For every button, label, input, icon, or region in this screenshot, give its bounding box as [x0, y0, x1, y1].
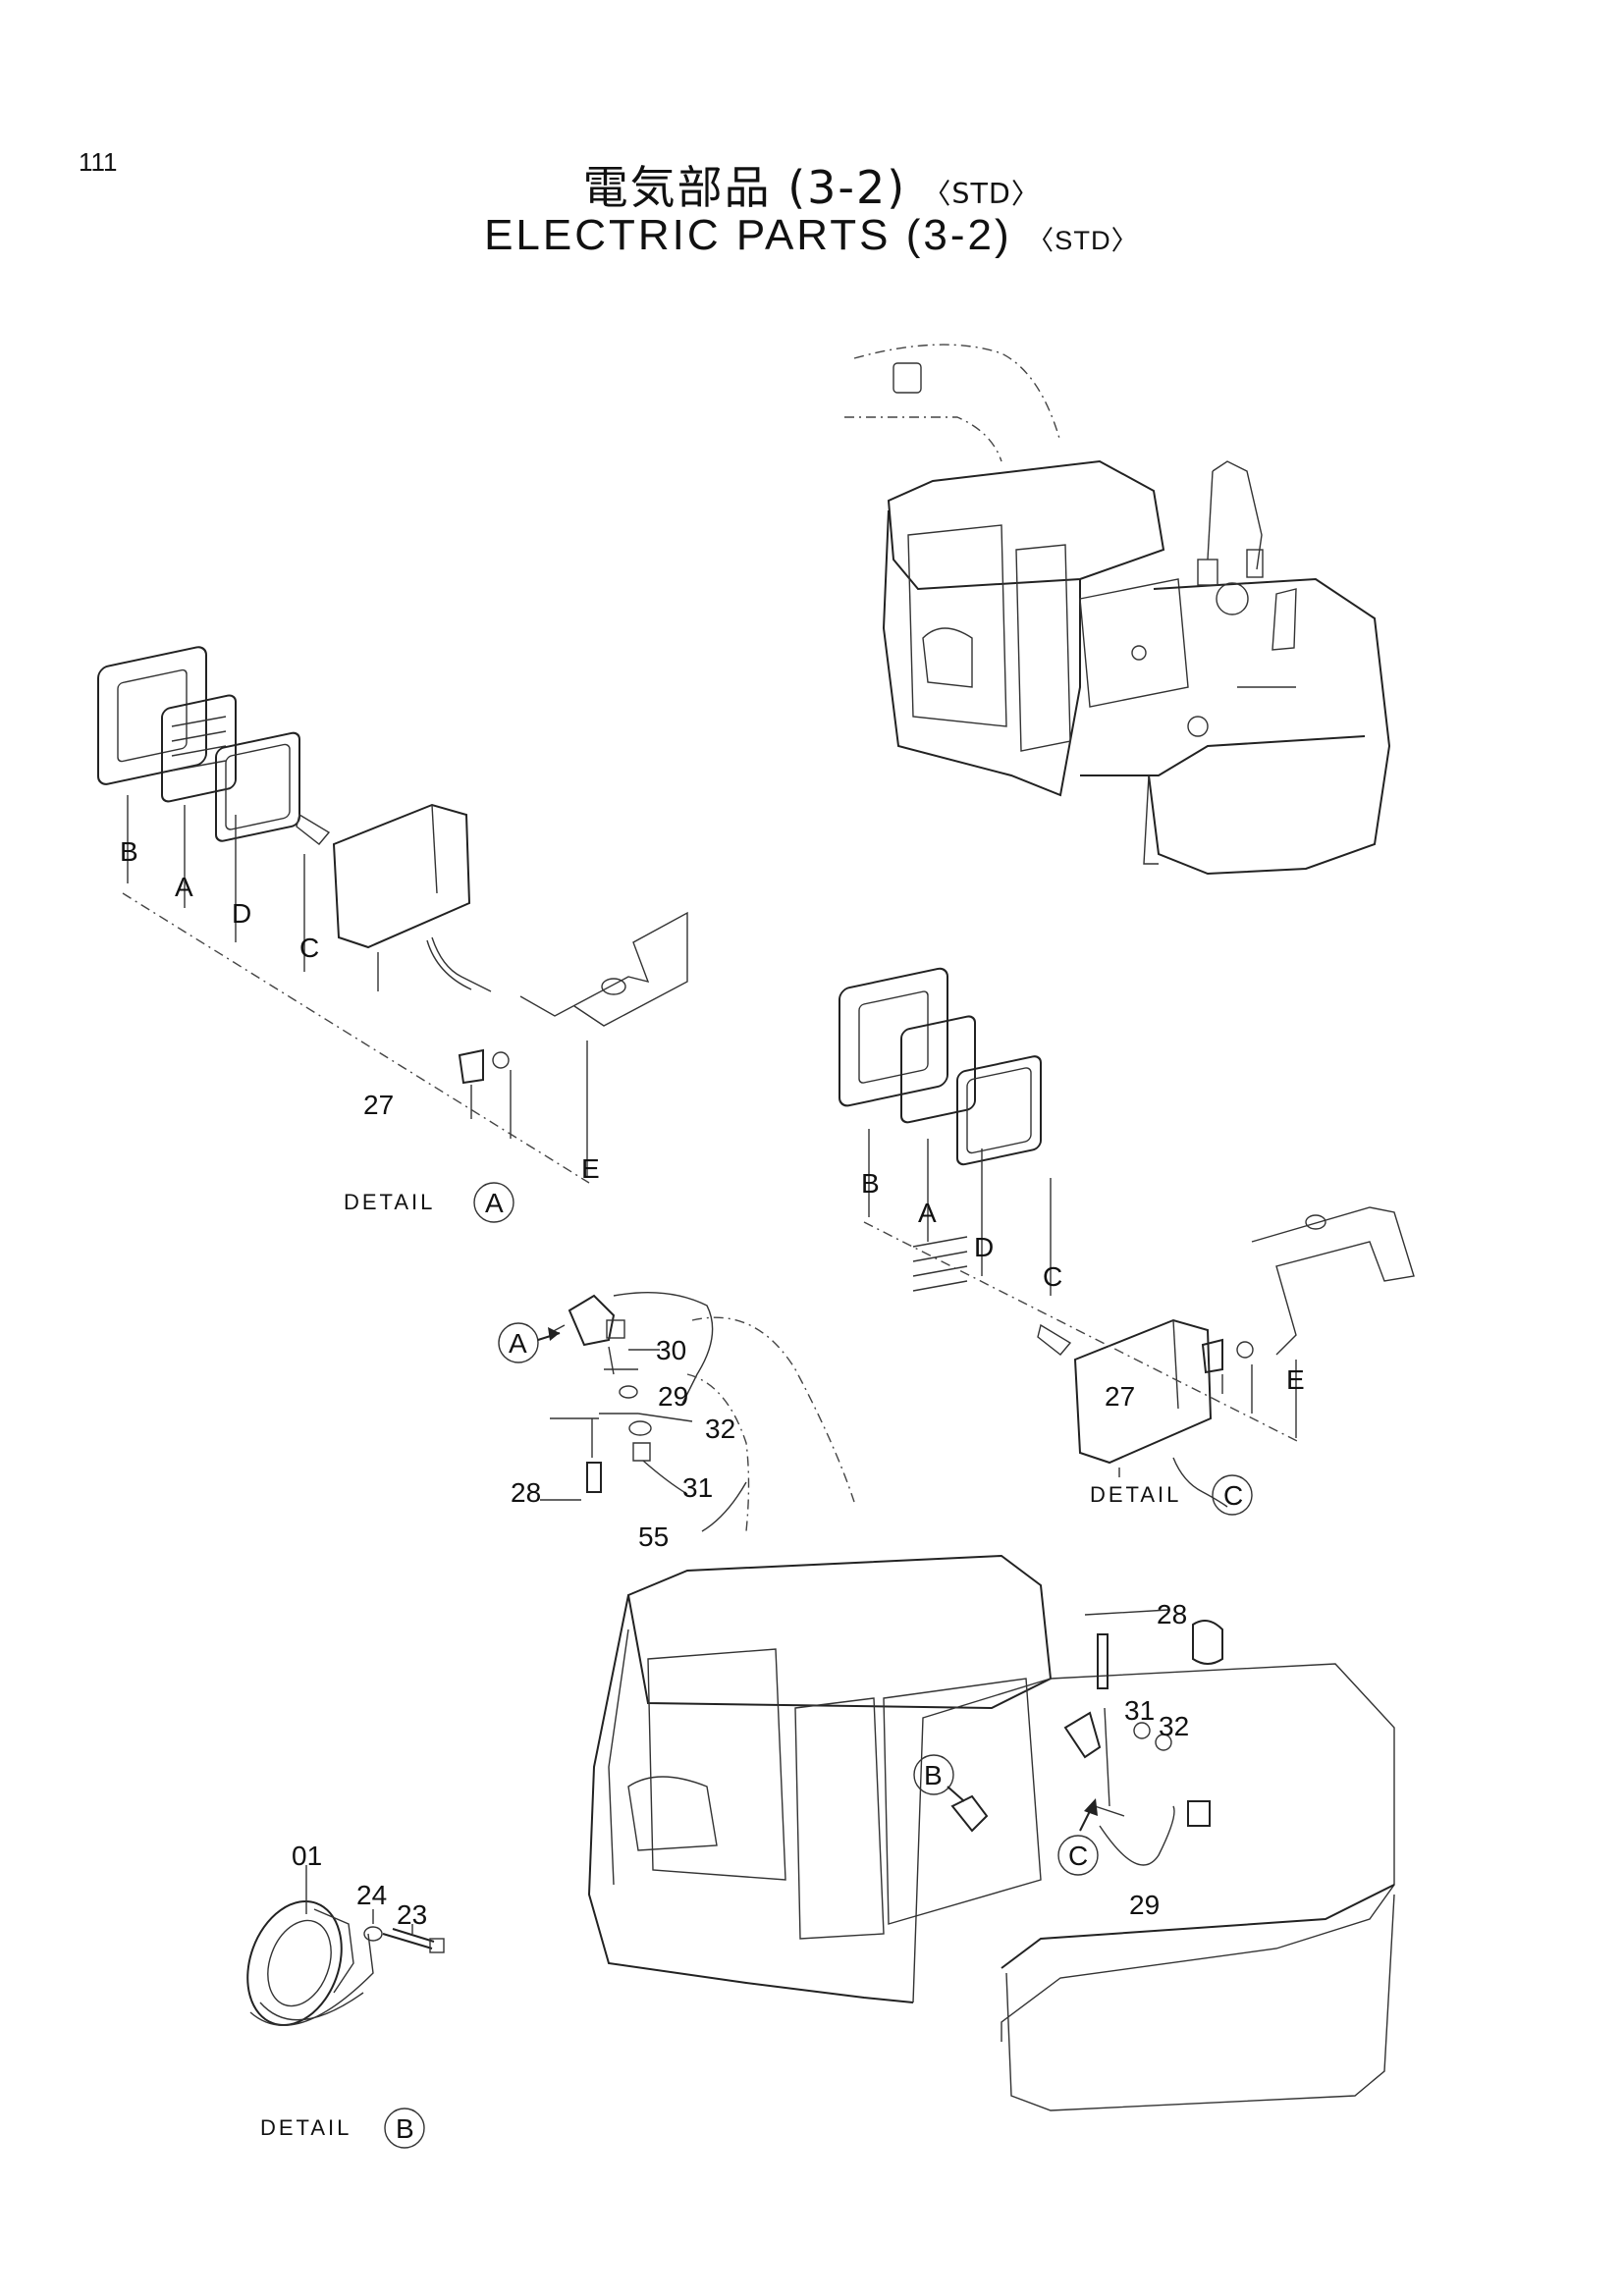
detail-b-assembly — [246, 1865, 445, 2026]
callout-27-a: 27 — [363, 1090, 394, 1120]
callout-a-mid: A — [509, 1328, 527, 1359]
callout-32-lower: 32 — [1159, 1711, 1189, 1741]
bracket-assembly — [498, 1292, 855, 1532]
callout-01: 01 — [292, 1841, 322, 1871]
detail-a-assembly — [97, 646, 688, 1184]
callout-28-lower: 28 — [1157, 1599, 1187, 1629]
detail-b-label: DETAIL — [260, 2115, 352, 2140]
callout-d-c: D — [974, 1232, 994, 1262]
title-jp-tag: 〈STD〉 — [922, 178, 1041, 210]
callout-e-a: E — [581, 1153, 600, 1184]
callout-29-lower: 29 — [1129, 1890, 1160, 1920]
detail-c-assembly — [839, 967, 1415, 1508]
detail-b-letter: B — [396, 2113, 414, 2144]
callout-30: 30 — [656, 1335, 686, 1365]
detail-c-circle — [1212, 1474, 1253, 1516]
callout-d-a: D — [232, 898, 251, 929]
title-jp-text: 電気部品 (3-2) — [582, 161, 907, 214]
callout-b-lower: B — [924, 1760, 943, 1790]
callout-e-c: E — [1286, 1364, 1305, 1395]
callout-27-c: 27 — [1105, 1381, 1135, 1412]
callout-b-a: B — [120, 836, 138, 867]
callout-b-c: B — [861, 1168, 880, 1199]
title-japanese: 電気部品 (3-2) 〈STD〉 — [0, 152, 1623, 217]
title-english: ELECTRIC PARTS (3-2) 〈STD〉 — [0, 211, 1623, 260]
callout-29-mid: 29 — [658, 1381, 688, 1412]
detail-c-letter: C — [1223, 1480, 1243, 1511]
callout-55: 55 — [638, 1522, 669, 1552]
callout-24: 24 — [356, 1880, 387, 1910]
callout-23: 23 — [397, 1899, 427, 1930]
detail-a-letter: A — [485, 1188, 504, 1218]
callout-a-a: A — [175, 872, 193, 902]
callout-31-lower: 31 — [1124, 1695, 1155, 1726]
callout-c-c: C — [1043, 1261, 1062, 1292]
page-number: 111 — [79, 147, 118, 177]
detail-c-label: DETAIL — [1090, 1482, 1181, 1507]
callout-a-c: A — [918, 1198, 937, 1228]
callout-c-lower: C — [1068, 1841, 1088, 1871]
detail-a-label: DETAIL — [344, 1190, 435, 1214]
detail-b-circle — [384, 2108, 425, 2149]
callout-32-mid: 32 — [705, 1414, 735, 1444]
excavator-lower — [587, 1554, 1395, 2111]
callout-c-a: C — [299, 933, 319, 963]
callout-28-mid: 28 — [511, 1477, 541, 1508]
excavator-overview — [844, 344, 1391, 876]
callout-31-mid: 31 — [682, 1472, 713, 1503]
title-en-tag: 〈STD〉 — [1026, 225, 1139, 255]
detail-a-circle — [473, 1182, 514, 1223]
title-en-text: ELECTRIC PARTS (3-2) — [484, 211, 1012, 259]
